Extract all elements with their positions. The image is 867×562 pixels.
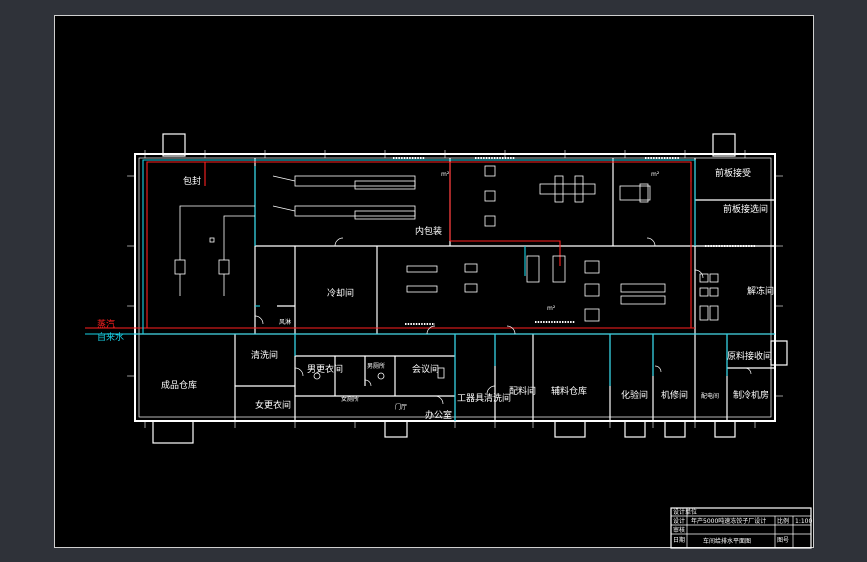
floor-plan: 蒸汽 自来水 包封 内包装 前板接受 前板接选间 冷却间 解冻间 风淋 清洗间 … [85, 133, 812, 549]
legend-tap-water: 自来水 [97, 331, 124, 343]
area-mark-a: m² [441, 171, 450, 178]
window-strips [393, 157, 755, 325]
room-label-toilet-female: 女厕所 [341, 395, 359, 403]
water-pipes [85, 159, 775, 421]
entrance-raw [770, 340, 788, 366]
steam-pipes [85, 161, 695, 329]
room-label-tool-cleaning: 工器具清洗间 [457, 392, 511, 404]
room-label-hall: 门厅 [395, 403, 407, 411]
room-label-toilet-male: 男厕所 [367, 362, 385, 370]
area-mark-b: m² [547, 305, 556, 312]
entrance-office [384, 420, 408, 438]
title-drawing-name: 车间给排水平面图 [703, 537, 751, 545]
corner-tower-nw [162, 133, 186, 157]
area-mark-c: m² [651, 171, 660, 178]
room-label-packing: 包封 [183, 175, 201, 187]
title-design-unit: 设计单位 [673, 508, 697, 516]
room-label-boiler-room: 机修间 [661, 389, 688, 401]
room-label-male-changing: 男更衣间 [307, 363, 343, 375]
room-label-front-pack: 前板接选间 [723, 203, 768, 215]
drawing-sheet: 蒸汽 自来水 包封 内包装 前板接受 前板接选间 冷却间 解冻间 风淋 清洗间 … [54, 15, 814, 549]
title-scale-label: 比例 [777, 517, 789, 525]
wall-hatches [127, 150, 783, 428]
room-label-female-changing: 女更衣间 [255, 399, 291, 411]
room-label-auxiliary-store: 辅料仓库 [551, 385, 587, 397]
room-label-electrical-room: 配电间 [701, 392, 719, 400]
room-label-cold-room: 冷却间 [327, 287, 354, 299]
room-label-raw-material-room: 原料接收间 [727, 350, 772, 362]
entrance-lab [624, 420, 646, 438]
title-block [670, 507, 812, 549]
room-label-office: 办公室 [425, 409, 452, 421]
entrance-sw [152, 420, 194, 444]
room-label-meeting-room: 会议间 [412, 363, 439, 375]
equipment [174, 165, 719, 380]
room-label-inner-packing: 内包装 [415, 225, 442, 237]
room-label-frozen-receiving: 前板接受 [715, 167, 751, 179]
room-label-product-store: 成品仓库 [161, 379, 197, 391]
title-row-label-1: 审核 [673, 526, 685, 534]
title-scale-value: 1:100 [795, 518, 812, 525]
room-label-air-shower: 风淋 [279, 318, 291, 326]
corner-tower-ne [712, 133, 736, 157]
title-project: 年产5000吨速冻饺子厂设计 [691, 517, 766, 525]
legend-steam: 蒸汽 [97, 318, 115, 330]
title-row-label-2: 日期 [673, 536, 685, 544]
room-label-ingredient-room: 配料间 [509, 385, 536, 397]
room-label-wash-room: 清洗间 [251, 349, 278, 361]
door-swings [254, 237, 752, 405]
title-sheet-label: 图号 [777, 537, 789, 544]
entrance-store [554, 420, 586, 438]
room-label-refrigeration-room: 制冷机房 [733, 389, 769, 401]
room-label-lab: 化验间 [621, 389, 648, 401]
title-row-label-0: 设计 [673, 517, 685, 525]
entrance-electric [714, 420, 736, 438]
room-label-thaw-room: 解冻间 [747, 285, 774, 297]
entrance-boiler [664, 420, 686, 438]
